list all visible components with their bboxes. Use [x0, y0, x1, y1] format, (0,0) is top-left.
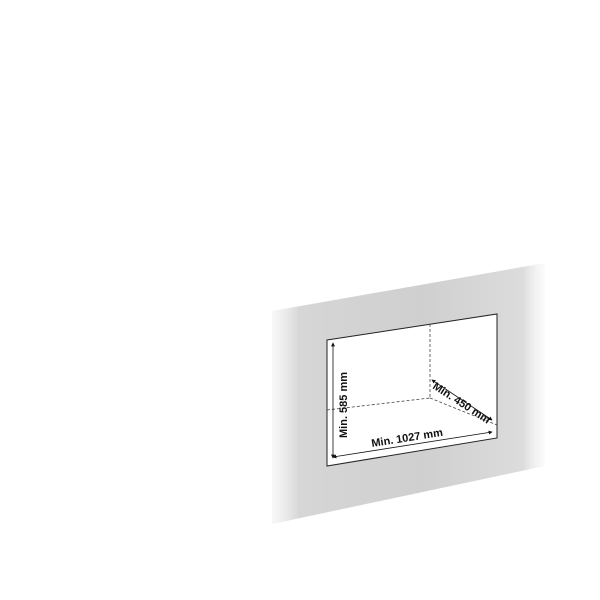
width-dimension-line	[332, 430, 493, 459]
height-label: Min. 585 mm	[338, 372, 350, 438]
niche-opening	[326, 313, 498, 467]
depth-dimension-line	[431, 379, 493, 421]
